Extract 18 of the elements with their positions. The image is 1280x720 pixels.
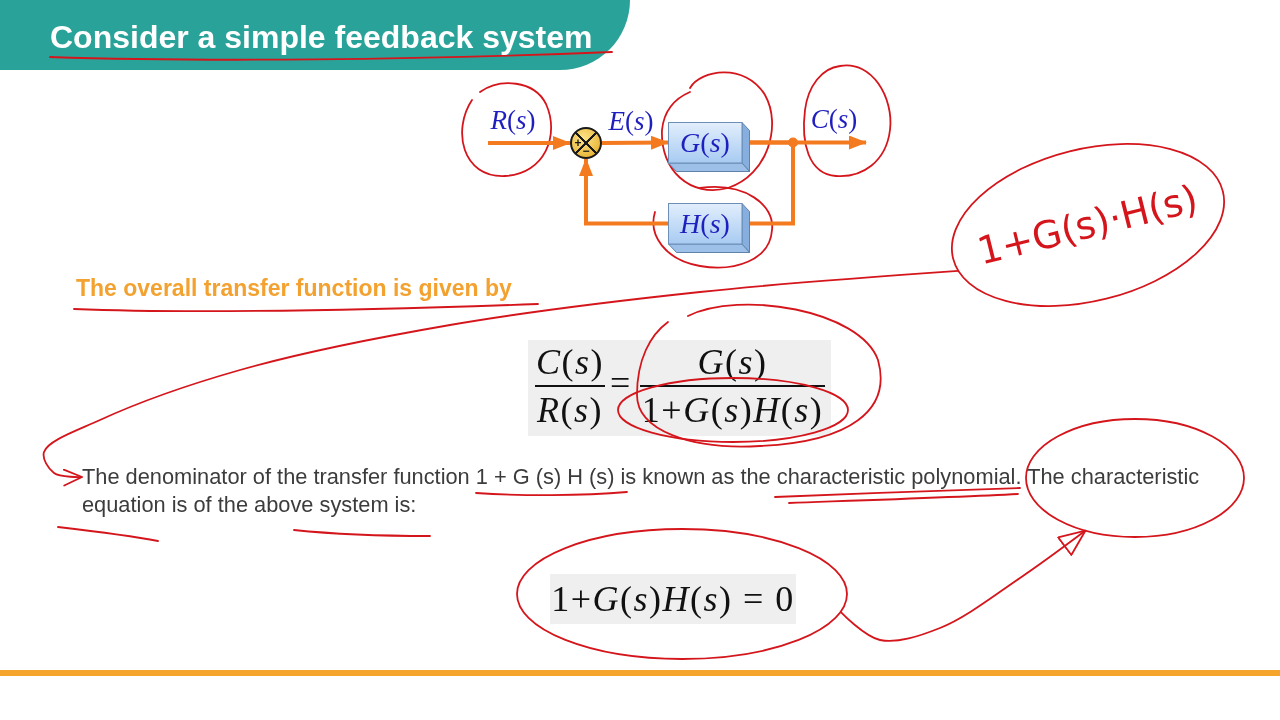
signal-line xyxy=(750,140,795,226)
signal-arrow xyxy=(602,135,669,150)
signal-arrow xyxy=(488,136,571,150)
math-expression: 1+G(s)H(s) = 0 xyxy=(551,579,795,619)
transfer-block xyxy=(668,203,750,253)
block-label: G(s) xyxy=(680,126,730,159)
signal-arrow xyxy=(579,158,668,226)
math-expression: C(s) xyxy=(536,342,604,382)
junction-sign: + xyxy=(573,137,583,149)
math-expression: R(s) xyxy=(537,390,603,430)
math-expression: 1+G(s)H(s) xyxy=(641,390,824,430)
transfer-block xyxy=(668,122,750,172)
summing-junction xyxy=(570,127,602,159)
math-expression: = xyxy=(610,363,632,403)
junction-sign: − xyxy=(581,145,591,157)
section-heading: The overall transfer function is given by xyxy=(76,275,512,301)
block-label: H(s) xyxy=(680,207,730,240)
slide-title: Consider a simple feedback system xyxy=(50,18,593,56)
